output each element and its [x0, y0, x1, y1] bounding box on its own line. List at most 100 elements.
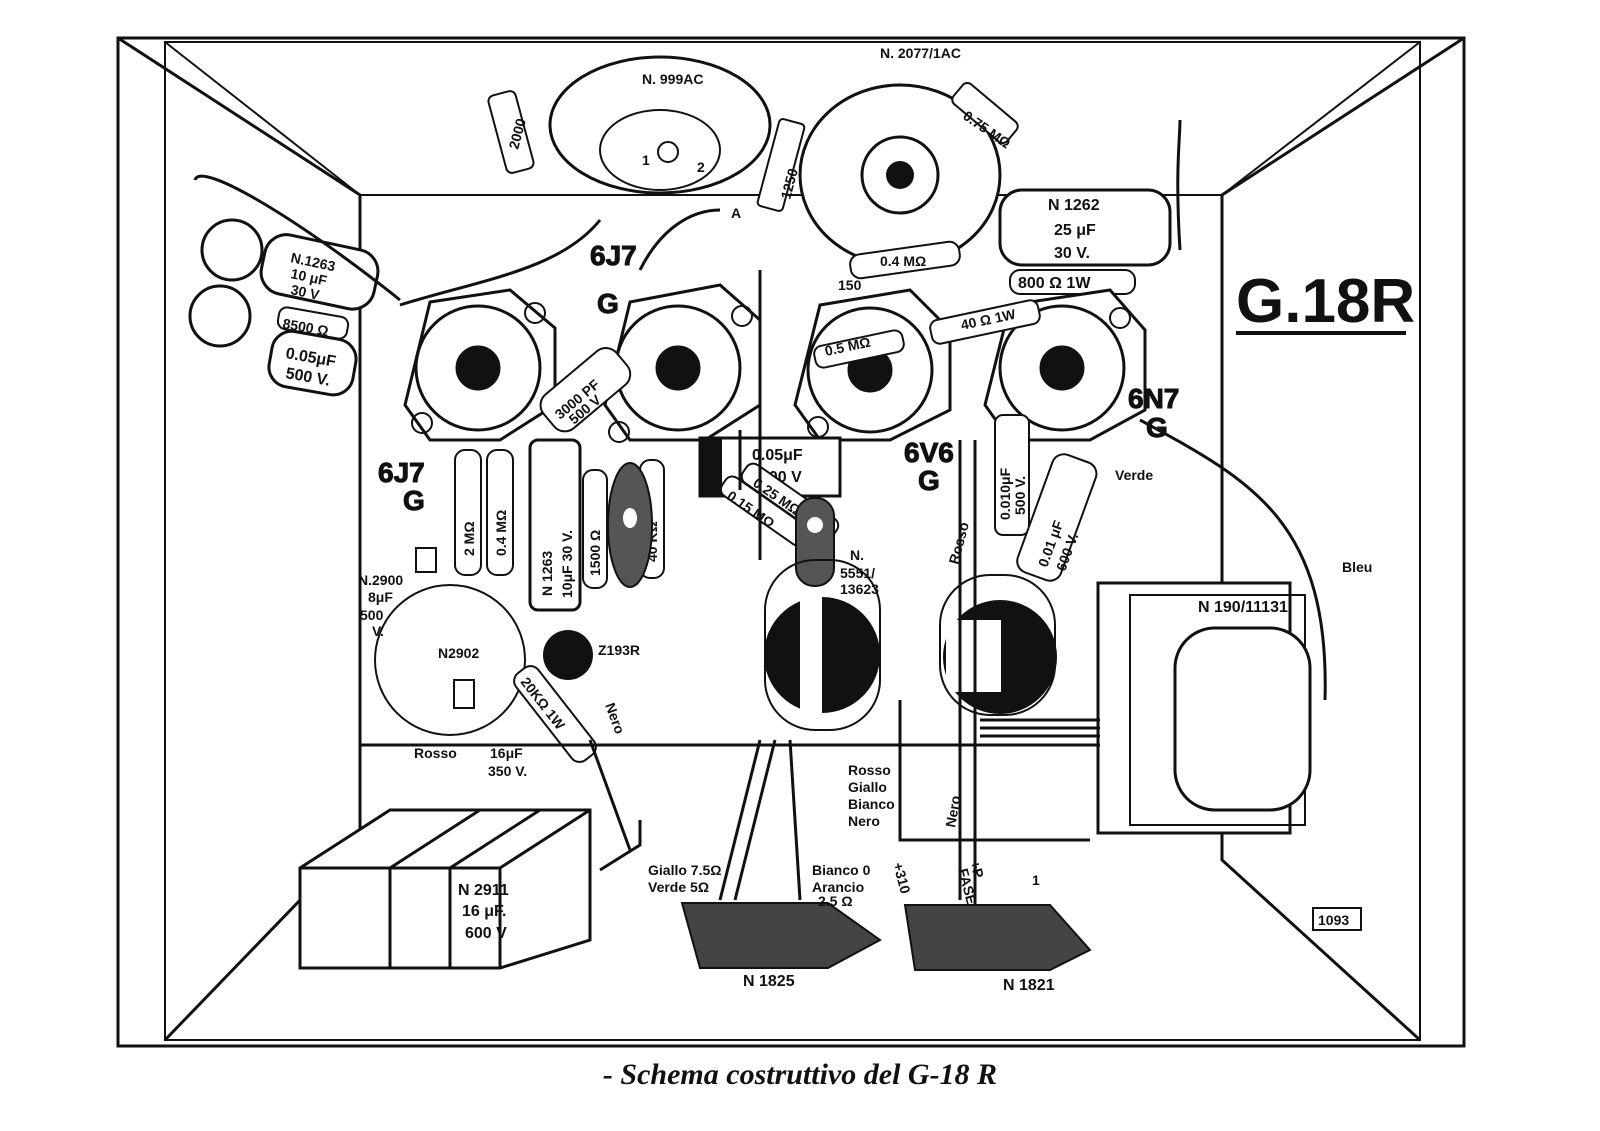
capacitor-001: 0.01 μF 600 V.: [1016, 453, 1098, 582]
svg-text:Bianco: Bianco: [848, 796, 895, 812]
svg-text:+P: +P: [967, 859, 987, 880]
svg-text:Rosso: Rosso: [414, 745, 457, 761]
svg-text:2 MΩ: 2 MΩ: [461, 521, 477, 556]
svg-text:Bleu: Bleu: [1342, 559, 1372, 575]
resistor-150-label: 150: [838, 277, 862, 293]
svg-text:N.: N.: [850, 547, 864, 563]
choke-z193r: Z193R: [543, 630, 640, 680]
resistor-1500-ohm: 1500 Ω: [582, 469, 608, 589]
svg-text:Nero: Nero: [848, 813, 880, 829]
capacitor-n1263-mid: N 1263 10μF 30 V.: [528, 438, 582, 612]
resistor-05m: 0.5 MΩ: [813, 329, 905, 369]
svg-text:600 V: 600 V: [465, 925, 507, 942]
wire-labels: Verde Bleu Rosso Nero Rosso Rosso Giallo…: [414, 467, 1372, 909]
wiring: [193, 119, 1327, 905]
svg-text:N 1825: N 1825: [743, 973, 795, 990]
top-transformer-label: N. 999AC: [642, 71, 703, 87]
capacitor-005-left: 0.05μF 500 V.: [267, 329, 358, 397]
top-transformer: N. 999AC 1 2: [548, 55, 772, 195]
tube-socket-top: N. 2077/1AC 150: [798, 45, 1002, 293]
svg-text:Verde: Verde: [1115, 467, 1153, 483]
top-socket-label: N. 2077/1AC: [880, 45, 961, 61]
svg-text:30 V: 30 V: [289, 281, 321, 303]
connector-n1825: N 1825: [680, 902, 882, 990]
svg-text:Giallo 7.5Ω: Giallo 7.5Ω: [648, 862, 721, 878]
svg-text:+310: +310: [890, 861, 914, 896]
tube-6j7-mid-suffix: G: [597, 288, 619, 319]
svg-text:10 μF: 10 μF: [289, 265, 329, 288]
svg-text:0.05μF: 0.05μF: [752, 447, 803, 464]
svg-text:1500 Ω: 1500 Ω: [587, 530, 603, 576]
tube-6v6: 6V6 G: [793, 288, 954, 497]
capacitor-0010: 0.010μF 500 V.: [994, 414, 1030, 536]
cap-16uf-voltage: 350 V.: [488, 763, 527, 779]
svg-text:N 190/11131: N 190/11131: [1198, 599, 1288, 616]
svg-text:N2902: N2902: [438, 645, 479, 661]
svg-text:N 2911: N 2911: [458, 882, 509, 899]
svg-text:Nero: Nero: [942, 794, 963, 828]
model-title: G.18R: [1236, 267, 1415, 336]
potentiometer-n5551: N. 5551/ 13623: [795, 497, 879, 597]
svg-text:2.5 Ω: 2.5 Ω: [818, 893, 853, 909]
svg-text:N 1263: N 1263: [539, 551, 555, 596]
svg-text:500: 500: [360, 607, 384, 623]
svg-text:Rosso: Rosso: [945, 520, 972, 565]
capacitor-3000pf: 3000 PF 500 V: [539, 347, 632, 433]
svg-text:N 1262: N 1262: [1048, 197, 1100, 214]
capacitor-n2911: N 2911 16 μF. 600 V: [298, 808, 592, 970]
capacitor-n1262: N 1262 25 μF 30 V.: [998, 188, 1172, 267]
tube-6j7-left: 6J7 G: [378, 288, 557, 517]
tube-6j7-left-type: 6J7: [378, 457, 425, 488]
resistor-04m: 0.4 MΩ: [486, 449, 514, 576]
svg-text:N.2900: N.2900: [358, 572, 403, 588]
svg-text:0.4 MΩ: 0.4 MΩ: [880, 253, 926, 269]
svg-text:Rosso: Rosso: [848, 762, 891, 778]
capacitor-n2900: N.2900 8μF 500 V. N2902: [358, 547, 526, 736]
resistor-800-ohm: 800 Ω 1W: [1009, 269, 1136, 295]
svg-text:Bianco 0: Bianco 0: [812, 862, 871, 878]
svg-text:0.010μF: 0.010μF: [997, 467, 1013, 520]
tube-6v6-type: 6V6: [904, 437, 954, 468]
terminal-1-label: 1: [642, 152, 650, 168]
svg-text:0.4 MΩ: 0.4 MΩ: [493, 510, 509, 556]
svg-text:25 μF: 25 μF: [1054, 222, 1096, 239]
resistor-40-ohm-1w: 40 Ω 1W: [929, 299, 1041, 345]
figure-caption: - Schema costruttivo del G-18 R: [602, 1058, 998, 1091]
svg-text:13623: 13623: [840, 581, 879, 597]
drawing-number: 1093: [1318, 912, 1349, 928]
cap-16uf-label: 16μF: [490, 745, 523, 761]
resistor-1250-label: 1250: [777, 166, 801, 200]
tube-6j7-left-suffix: G: [403, 485, 425, 516]
svg-text:Verde 5Ω: Verde 5Ω: [648, 879, 709, 895]
resistor-2000-label: 2000: [505, 116, 529, 150]
control-knob-left: [764, 559, 881, 731]
svg-text:800 Ω 1W: 800 Ω 1W: [1018, 275, 1091, 292]
tube-6j7-mid-type: 6J7: [590, 240, 637, 271]
resistor-04m-top: 0.4 MΩ: [849, 240, 961, 280]
svg-text:500 V.: 500 V.: [1012, 476, 1028, 515]
tube-6v6-suffix: G: [918, 465, 940, 496]
point-a1-label: A: [731, 205, 741, 221]
tube-6n7-suffix: G: [1146, 412, 1168, 443]
resistor-20k-1w: 20KΩ 1W: [513, 665, 597, 763]
tube-6j7-mid: 6J7 G: [590, 240, 762, 443]
tube-6n7: 6N7 G: [983, 288, 1180, 444]
svg-text:30 V.: 30 V.: [1054, 245, 1090, 262]
svg-text:N 1821: N 1821: [1003, 977, 1055, 994]
svg-text:16 μF.: 16 μF.: [462, 903, 506, 920]
tube-6n7-type: 6N7: [1128, 383, 1179, 414]
svg-text:Nero: Nero: [602, 701, 628, 736]
resistor-2m: 2 MΩ: [454, 449, 482, 576]
svg-text:8μF: 8μF: [368, 589, 393, 605]
svg-text:Giallo: Giallo: [848, 779, 887, 795]
svg-text:10μF 30 V.: 10μF 30 V.: [559, 530, 575, 598]
svg-text:Z193R: Z193R: [598, 642, 640, 658]
output-transformer: N 190/11131: [1096, 581, 1312, 835]
small-resistors-top: 2000 1250 0.75 MΩ A A: [487, 81, 1019, 221]
svg-text:V.: V.: [372, 623, 384, 639]
svg-text:Arancio: Arancio: [812, 879, 864, 895]
connector-n1821: N 1821: [903, 904, 1092, 994]
capacitor-n1263-top: N.1263 10 μF 30 V: [188, 218, 380, 348]
svg-text:1: 1: [1032, 872, 1040, 888]
terminal-2-label: 2: [697, 159, 705, 175]
